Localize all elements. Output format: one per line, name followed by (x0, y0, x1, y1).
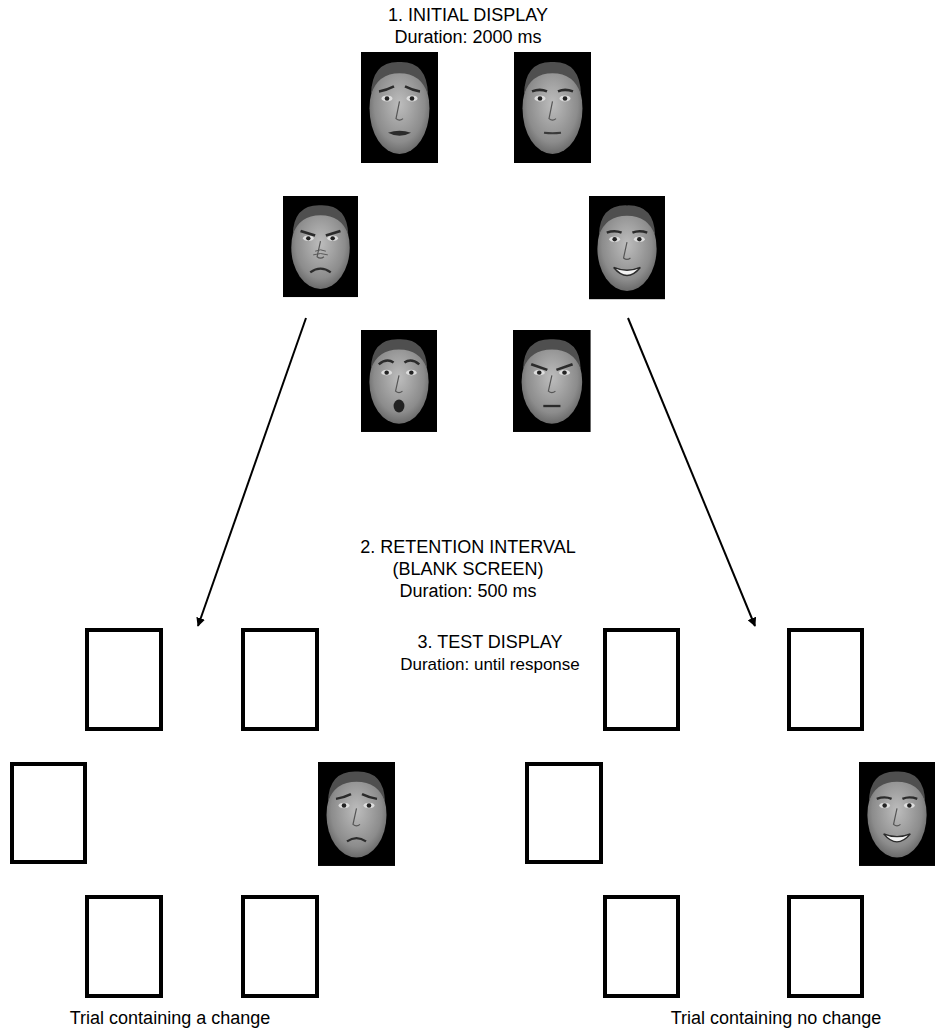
happy-face (589, 196, 665, 299)
empty-frame (12, 630, 317, 996)
empty-frame (789, 630, 862, 729)
disgust-face (283, 196, 358, 297)
empty-frame (527, 630, 862, 996)
empty-frame (243, 630, 317, 729)
empty-frame (527, 764, 601, 862)
empty-frame (87, 897, 161, 996)
neutral-face (514, 52, 591, 163)
angry-face (531, 364, 572, 370)
step-heading: 3. TEST DISPLAY (417, 632, 562, 653)
fear-face (379, 86, 420, 91)
happy-face (589, 196, 665, 299)
trial-caption: Trial containing no change (671, 1008, 881, 1029)
step-heading: (BLANK SCREEN) (392, 559, 543, 580)
trial-caption: Trial containing a change (70, 1008, 270, 1029)
happy-face (859, 762, 935, 866)
fear-face (361, 52, 438, 163)
happy-face (614, 267, 641, 275)
angry-face (513, 330, 591, 432)
flow-arrow (628, 318, 755, 626)
empty-frame (12, 764, 85, 862)
disgust-face (310, 269, 330, 273)
fear-face (361, 52, 438, 163)
happy-face (607, 231, 647, 232)
surprise-face (379, 361, 419, 365)
happy-face (877, 797, 917, 798)
neutral-face (532, 90, 573, 92)
empty-frame (87, 630, 161, 729)
neutral-face (544, 132, 561, 135)
happy-face (859, 762, 935, 866)
empty-frame (605, 897, 678, 996)
angry-face (543, 405, 560, 407)
sad-face (318, 762, 395, 866)
empty-frame (243, 897, 317, 996)
step-heading: 1. INITIAL DISPLAY (388, 5, 548, 26)
sad-face (336, 794, 377, 799)
sad-face (318, 762, 395, 866)
disgust-face (301, 231, 341, 236)
step-heading: 2. RETENTION INTERVAL (360, 537, 575, 558)
sad-face (347, 838, 366, 841)
duration-note: Duration: 2000 ms (394, 27, 541, 48)
neutral-face (514, 52, 591, 163)
surprise-face (394, 400, 405, 413)
flow-arrow (198, 318, 306, 626)
duration-note: Duration: until response (400, 655, 580, 675)
surprise-face (361, 330, 437, 432)
empty-frame (605, 630, 678, 729)
empty-frame (789, 897, 862, 996)
disgust-face (283, 196, 358, 297)
surprise-face (361, 330, 437, 432)
fear-face (388, 131, 411, 136)
happy-face (884, 834, 911, 842)
duration-note: Duration: 500 ms (399, 581, 536, 602)
disgust-face (313, 250, 328, 255)
angry-face (513, 330, 591, 432)
